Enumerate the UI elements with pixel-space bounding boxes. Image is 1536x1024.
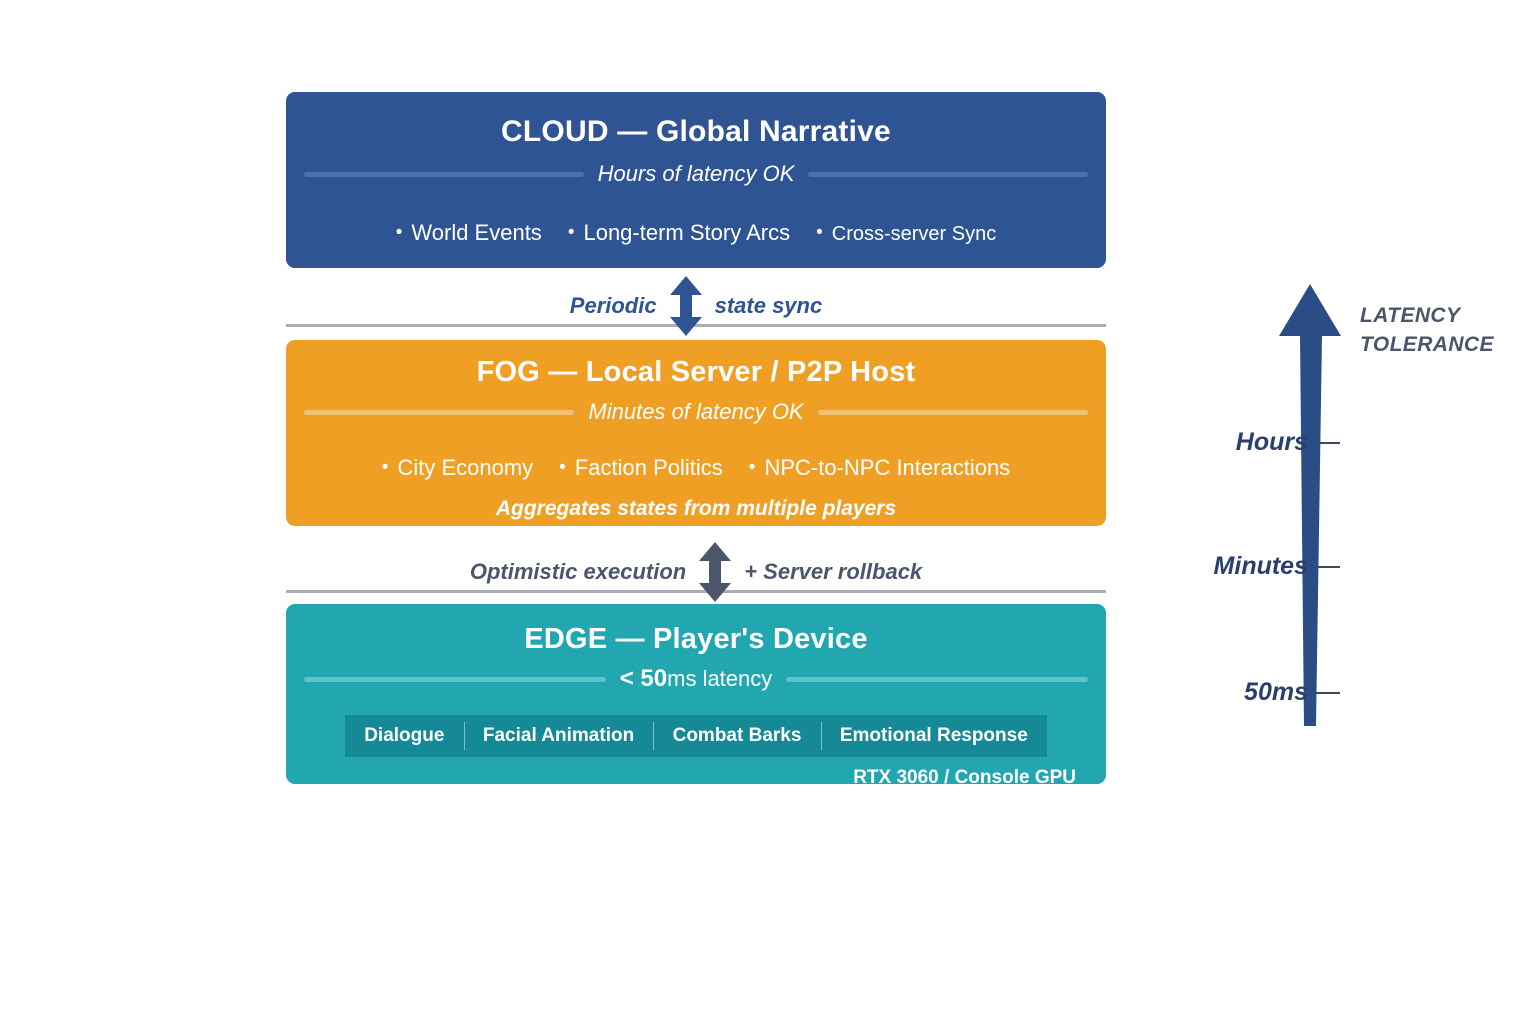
rule-right-fog <box>817 409 1088 415</box>
tick-dash <box>1316 441 1340 444</box>
latency-caption-line-1: LATENCY <box>1360 304 1461 327</box>
layer-title-cloud: CLOUD — Global Narrative <box>501 115 891 148</box>
double-arrow-vertical-icon <box>669 276 702 336</box>
scale-tick-minutes: Minutes <box>1213 552 1340 581</box>
edge-gpu-note: RTX 3060 / Console GPU <box>853 767 1076 784</box>
layer-card-edge[interactable]: EDGE — Player's Device < 50ms latency Di… <box>286 604 1106 784</box>
scale-tick-label: Hours <box>1235 428 1308 456</box>
bullet-list-fog: City Economy Faction Politics NPC-to-NPC… <box>286 455 1106 481</box>
latency-tolerance-scale: LATENCY TOLERANCE Hours Minutes 50ms <box>1170 280 1536 730</box>
tick-dash <box>1316 565 1340 568</box>
layer-card-fog[interactable]: FOG — Local Server / P2P Host Minutes of… <box>286 340 1106 526</box>
rule-left-edge <box>304 676 606 682</box>
layer-subtitle-row-edge: < 50ms latency <box>286 665 1106 693</box>
connector-divider-line <box>286 324 1106 327</box>
connector-label-right: state sync <box>714 293 823 318</box>
tick-dash <box>1316 691 1340 694</box>
rule-right-cloud <box>808 171 1088 177</box>
connector-fog-edge: Optimistic execution + Server rollback <box>286 542 1106 602</box>
bullet-list-cloud: World Events Long-term Story Arcs Cross-… <box>286 220 1106 246</box>
latency-up-arrow-icon <box>1279 284 1341 726</box>
layer-subtitle-edge: < 50ms latency <box>620 665 773 693</box>
bullet-item: Cross-server Sync <box>816 223 996 246</box>
chip-item[interactable]: Combat Barks <box>653 715 820 757</box>
layer-subtitle-row-cloud: Hours of latency OK <box>286 161 1106 187</box>
scale-tick-label: 50ms <box>1244 678 1308 706</box>
latency-caption-line-2: TOLERANCE <box>1360 332 1494 356</box>
connector-label-left: Optimistic execution <box>469 559 687 584</box>
bullet-item: Faction Politics <box>559 455 723 481</box>
latency-threshold-value: < 50 <box>619 665 668 692</box>
connector-cloud-fog: Periodic state sync <box>286 276 1106 336</box>
bullet-item: City Economy <box>382 455 533 481</box>
bullet-item: NPC-to-NPC Interactions <box>749 455 1010 481</box>
layer-subtitle-row-fog: Minutes of latency OK <box>286 399 1106 425</box>
rule-right-edge <box>786 676 1089 682</box>
latency-threshold-unit: ms latency <box>667 666 773 691</box>
scale-tick-50ms: 50ms <box>1244 678 1340 707</box>
layer-subtitle-fog: Minutes of latency OK <box>588 399 804 424</box>
chip-item[interactable]: Facial Animation <box>463 715 654 757</box>
rule-left-fog <box>304 409 575 415</box>
chip-item[interactable]: Emotional Response <box>820 715 1047 757</box>
layer-title-fog: FOG — Local Server / P2P Host <box>476 356 916 388</box>
bullet-item: Long-term Story Arcs <box>568 220 790 246</box>
connector-label-left: Periodic <box>569 293 657 318</box>
connector-divider-line <box>286 590 1106 593</box>
layer-note-fog: Aggregates states from multiple players <box>495 497 897 520</box>
layer-subtitle-cloud: Hours of latency OK <box>597 161 795 186</box>
double-arrow-vertical-icon <box>699 542 732 602</box>
edge-capability-chip-bar: Dialogue Facial Animation Combat Barks E… <box>345 715 1047 757</box>
layer-card-cloud[interactable]: CLOUD — Global Narrative Hours of latenc… <box>286 92 1106 268</box>
layer-title-edge: EDGE — Player's Device <box>524 623 868 655</box>
scale-tick-label: Minutes <box>1213 552 1308 580</box>
rule-left-cloud <box>304 171 584 177</box>
chip-item[interactable]: Dialogue <box>364 725 445 746</box>
latency-scale-caption: LATENCY TOLERANCE <box>1360 302 1494 360</box>
scale-tick-hours: Hours <box>1235 428 1340 457</box>
connector-label-right: + Server rollback <box>744 559 923 584</box>
bullet-item: World Events <box>396 220 541 246</box>
